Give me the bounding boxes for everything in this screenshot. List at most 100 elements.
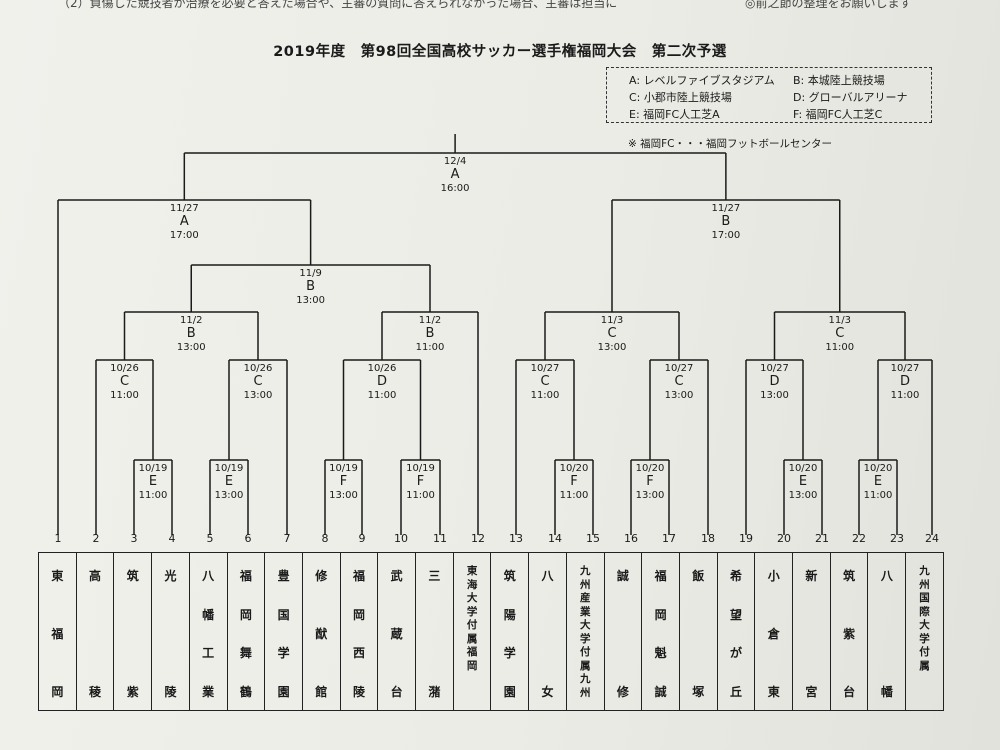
match-time: 11:00 xyxy=(110,390,139,401)
match-venue: B xyxy=(425,326,435,341)
team-cell: 新宮 xyxy=(793,553,831,710)
team-name-char: 九 xyxy=(579,673,591,685)
team-cell: 筑陽学園 xyxy=(491,553,530,710)
match-date: 11/27 xyxy=(711,203,741,214)
team-name-char: 稜 xyxy=(89,685,102,699)
seed-number: 16 xyxy=(624,532,638,545)
venue-e: E: 福岡FC人工芝A xyxy=(629,108,720,121)
match-time: 13:00 xyxy=(635,490,665,501)
match-time: 11:00 xyxy=(559,490,589,501)
team-name-char: 東 xyxy=(767,685,780,699)
match-date: 10/27 xyxy=(760,363,789,374)
team-name-char: が xyxy=(730,646,743,661)
seed-number: 1 xyxy=(54,532,62,545)
team-cell: 筑紫台 xyxy=(831,553,869,710)
team-name-char: 福 xyxy=(466,646,478,658)
seed-number: 4 xyxy=(168,532,176,545)
team-name-char: 陽 xyxy=(503,607,516,622)
venue-c: C: 小郡市陸上競技場 xyxy=(629,91,732,104)
match-date: 10/20 xyxy=(635,463,665,474)
team-cell: 東福岡 xyxy=(39,553,77,710)
team-name-char: 学 xyxy=(919,632,930,645)
team-cell: 三潴 xyxy=(416,553,454,710)
match-venue: A xyxy=(179,214,189,229)
team-name-char: 幡 xyxy=(880,685,893,699)
match-venue: E xyxy=(798,474,808,489)
match-venue: E xyxy=(224,474,234,489)
match-date: 10/19 xyxy=(329,463,358,474)
team-name-char: 希 xyxy=(730,569,743,583)
team-cell: 豊国学園 xyxy=(265,553,303,710)
seed-number: 17 xyxy=(662,532,676,545)
match-time: 13:00 xyxy=(296,295,326,306)
team-cell: 九州産業大学付属九州 xyxy=(567,553,605,710)
team-name-char: 筑 xyxy=(503,569,516,583)
team-name-char: 館 xyxy=(315,685,328,699)
team-name-char: 新 xyxy=(805,569,818,583)
team-name-char: 誠 xyxy=(654,684,667,699)
match-venue: C xyxy=(253,374,263,389)
match-venue: A xyxy=(450,167,460,182)
match-date: 11/27 xyxy=(169,203,199,214)
top-right-text: ◎前之節の整理をお願いします xyxy=(745,0,912,10)
match-date: 11/3 xyxy=(600,315,624,326)
match-venue: F xyxy=(339,474,348,489)
venue-b: B: 本城陸上競技場 xyxy=(793,74,885,87)
team-name-char: 台 xyxy=(390,685,403,699)
match-date: 11/2 xyxy=(180,315,203,326)
team-name-char: 武 xyxy=(390,569,403,583)
team-name-char: 筑 xyxy=(843,569,856,583)
team-cell: 修猷館 xyxy=(303,553,341,710)
team-name-char: 西 xyxy=(352,646,365,661)
team-name-char: 岡 xyxy=(466,659,478,672)
team-name-char: 国 xyxy=(919,592,930,604)
seed-number: 22 xyxy=(852,532,866,545)
team-name-char: 潴 xyxy=(428,685,441,699)
seed-number: 10 xyxy=(394,532,408,545)
team-name-char: 産 xyxy=(579,592,591,604)
match-date: 10/27 xyxy=(530,363,560,374)
match-time: 11:00 xyxy=(138,490,168,501)
team-name-char: 倉 xyxy=(767,627,780,641)
team-name-char: 海 xyxy=(466,578,478,591)
team-cell: 八幡 xyxy=(868,553,907,710)
match-date: 11/3 xyxy=(828,315,851,326)
team-name-char: 九 xyxy=(579,565,591,577)
team-name-char: 猷 xyxy=(315,627,328,641)
team-name-char: 岡 xyxy=(654,607,667,622)
seed-number: 15 xyxy=(586,532,600,545)
team-name-char: 際 xyxy=(919,605,930,618)
match-time: 13:00 xyxy=(664,390,694,401)
team-name-char: 鶴 xyxy=(239,684,252,699)
match-date: 10/19 xyxy=(406,463,435,474)
seed-number: 13 xyxy=(509,532,523,545)
team-cell: 飯塚 xyxy=(680,553,718,710)
team-name-char: 望 xyxy=(730,607,743,622)
seed-number: 24 xyxy=(925,532,939,545)
team-name-char: 福 xyxy=(352,569,365,583)
seed-number: 7 xyxy=(283,532,291,545)
team-name-char: 三 xyxy=(428,569,441,583)
team-name-char: 大 xyxy=(466,592,478,604)
match-date: 10/26 xyxy=(367,363,397,374)
match-date: 10/27 xyxy=(664,363,694,374)
team-name-char: 学 xyxy=(277,646,290,661)
match-date: 10/20 xyxy=(788,463,818,474)
team-name-char: 豊 xyxy=(277,569,290,583)
match-venue: C xyxy=(119,374,130,389)
team-cell: 高稜 xyxy=(77,553,115,710)
team-name-char: 大 xyxy=(579,619,591,631)
team-name-char: 福 xyxy=(51,627,64,641)
seed-number: 18 xyxy=(701,532,715,545)
seed-number: 5 xyxy=(206,532,214,545)
